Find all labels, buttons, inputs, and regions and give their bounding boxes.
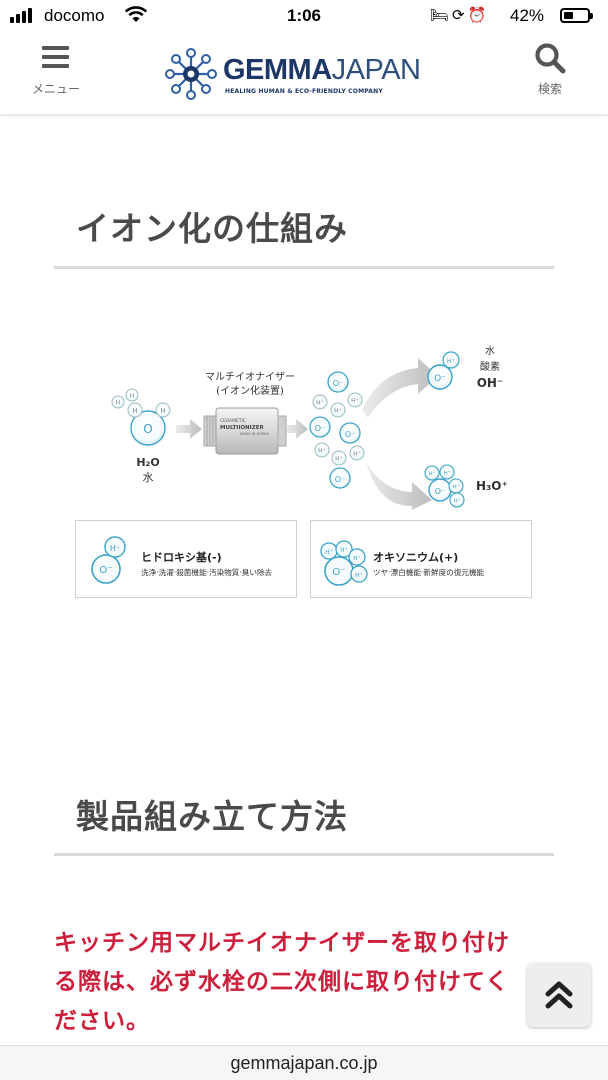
menu-button[interactable]: メニュー bbox=[22, 42, 90, 102]
svg-text:H⁺: H⁺ bbox=[353, 555, 361, 562]
svg-text:CERAMETIC: CERAMETIC bbox=[220, 418, 246, 424]
input-label: H₂O bbox=[136, 456, 159, 469]
ionization-illustration: O H H H H H₂O 水 マルチイオナイザー (イオン化装置) CERAM… bbox=[111, 345, 508, 510]
svg-text:H: H bbox=[160, 407, 165, 415]
svg-text:H: H bbox=[132, 407, 137, 415]
site-logo[interactable]: GEMMAJAPAN HEALING HUMAN & ECO-FRIENDLY … bbox=[163, 46, 453, 102]
svg-text:H⁺: H⁺ bbox=[443, 470, 450, 477]
search-button[interactable]: 検索 bbox=[520, 42, 580, 102]
legend-hydroxyl: O⁻ H⁺ ヒドロキシ基(-) 洗浄·洗濯·殺菌機能·汚染物質·臭い除去 bbox=[75, 520, 297, 598]
svg-text:O⁻: O⁻ bbox=[345, 430, 356, 439]
clock: 1:06 bbox=[286, 6, 322, 25]
arrow-right-icon bbox=[286, 419, 308, 439]
svg-text:H⁺: H⁺ bbox=[340, 547, 348, 554]
logo-brand-bold: GEMMA bbox=[223, 54, 332, 86]
installation-warning: キッチン用マルチイオナイザーを取り付け る際は、必ず水栓の二次側に取り付けてく … bbox=[54, 924, 554, 1041]
status-bar: docomo 1:06 🛏⟳⏰ 42% bbox=[0, 0, 608, 34]
input-sub-label: 水 bbox=[143, 471, 154, 484]
multi-ionizer-device-icon: CERAMETIC MULTIIONIZER MADE IN KOREA bbox=[203, 407, 287, 455]
logo-tagline: HEALING HUMAN & ECO-FRIENDLY COMPANY bbox=[225, 88, 383, 95]
svg-text:MADE IN KOREA: MADE IN KOREA bbox=[240, 432, 269, 436]
svg-text:H⁺: H⁺ bbox=[325, 549, 333, 556]
oxonium-ion-icon: O⁻ H⁺ H⁺ H⁺ H⁺ bbox=[320, 540, 368, 586]
search-label: 検索 bbox=[537, 82, 562, 96]
legend-description: 洗浄·洗濯·殺菌機能·汚染物質·臭い除去 bbox=[141, 568, 273, 577]
svg-text:O⁻: O⁻ bbox=[99, 565, 112, 576]
battery-percent: 42% bbox=[510, 6, 545, 25]
svg-text:H: H bbox=[130, 393, 135, 400]
section-title-assembly: 製品組み立て方法 bbox=[76, 797, 348, 836]
output1-formula: OH⁻ bbox=[477, 376, 504, 390]
svg-text:H⁺: H⁺ bbox=[355, 572, 363, 579]
arrow-right-icon bbox=[176, 419, 202, 439]
output2-formula: H₃O⁺ bbox=[476, 479, 508, 493]
carrier-name: docomo bbox=[44, 6, 105, 25]
svg-text:O⁻: O⁻ bbox=[332, 567, 345, 578]
section-title-ionization: イオン化の仕組み bbox=[76, 209, 348, 248]
menu-label: メニュー bbox=[31, 82, 80, 96]
browser-url-bar[interactable]: gemmajapan.co.jp bbox=[0, 1045, 608, 1080]
legend-title: オキソニウム(+) bbox=[373, 551, 459, 564]
hydroxide-ion-icon: O⁻ H⁺ bbox=[427, 351, 460, 390]
hamburger-icon bbox=[42, 46, 69, 68]
sleep-icon: 🛏 bbox=[430, 7, 453, 24]
svg-text:H⁺: H⁺ bbox=[428, 471, 435, 478]
warning-line: る際は、必ず水栓の二次側に取り付けてく bbox=[54, 969, 510, 995]
svg-text:H⁺: H⁺ bbox=[447, 357, 455, 365]
double-chevron-up-icon bbox=[545, 981, 573, 1009]
svg-text:H⁺: H⁺ bbox=[453, 498, 460, 505]
signal-icon bbox=[10, 8, 36, 23]
hydroxyl-ion-icon: O⁻ H⁺ bbox=[91, 536, 126, 584]
legend-description: ツヤ·漂白機能·新鮮度の復元機能 bbox=[373, 568, 485, 577]
svg-text:O⁻: O⁻ bbox=[434, 374, 446, 384]
device-sublabel: (イオン化装置) bbox=[216, 384, 284, 397]
scroll-to-top-button[interactable] bbox=[527, 963, 591, 1027]
svg-text:O: O bbox=[143, 422, 152, 436]
svg-text:O⁻: O⁻ bbox=[333, 379, 344, 388]
svg-text:H: H bbox=[116, 400, 121, 407]
hydronium-ion-icon: O⁻ H⁺ H⁺ H⁺ H⁺ bbox=[424, 464, 465, 508]
warning-line: キッチン用マルチイオナイザーを取り付け bbox=[54, 930, 510, 956]
svg-text:H⁺: H⁺ bbox=[335, 456, 343, 463]
legend-title: ヒドロキシ基(-) bbox=[141, 551, 222, 564]
svg-text:H⁺: H⁺ bbox=[318, 448, 326, 455]
section-divider bbox=[54, 853, 554, 856]
output1-sublabel: 酸素 bbox=[480, 360, 500, 373]
logo-brand-light: JAPAN bbox=[331, 54, 421, 86]
orientation-lock-icon: ⟳ bbox=[452, 7, 468, 24]
svg-text:MULTIIONIZER: MULTIIONIZER bbox=[220, 425, 264, 431]
svg-text:H⁺: H⁺ bbox=[353, 451, 361, 458]
svg-text:O⁻: O⁻ bbox=[335, 475, 346, 484]
curved-arrow-down-icon bbox=[362, 455, 432, 510]
battery-icon bbox=[560, 8, 593, 23]
wifi-icon bbox=[124, 6, 148, 22]
svg-text:O⁻: O⁻ bbox=[435, 487, 446, 496]
url-text: gemmajapan.co.jp bbox=[230, 1053, 378, 1073]
search-icon bbox=[535, 43, 566, 74]
alarm-icon: ⏰ bbox=[467, 7, 490, 24]
svg-text:H⁺: H⁺ bbox=[316, 400, 324, 407]
water-molecule-icon: O H H H H bbox=[111, 388, 171, 446]
site-header: メニュー GEMMAJAPAN HEALING HUMAN & ECO-FRIE… bbox=[0, 34, 608, 114]
svg-text:H⁺: H⁺ bbox=[334, 408, 342, 415]
curved-arrow-up-icon bbox=[362, 358, 438, 418]
svg-text:H⁺: H⁺ bbox=[351, 398, 359, 405]
ionization-diagram: O H H H H H₂O 水 マルチイオナイザー (イオン化装置) CERAM… bbox=[70, 330, 540, 610]
output1-label: 水 bbox=[485, 345, 495, 357]
section-divider bbox=[54, 266, 554, 269]
warning-line: ださい。 bbox=[54, 1008, 150, 1034]
device-label: マルチイオナイザー bbox=[205, 371, 295, 383]
svg-text:O⁻: O⁻ bbox=[315, 424, 326, 433]
molecule-logo-icon bbox=[165, 48, 217, 100]
ion-cluster-icon: H⁺ H⁺ H⁺ O⁻ O⁻ O⁻ H⁺ H⁺ H⁺ O⁻ bbox=[309, 371, 365, 489]
svg-text:H⁺: H⁺ bbox=[110, 544, 120, 553]
svg-text:H⁺: H⁺ bbox=[452, 484, 459, 491]
legend-oxonium: O⁻ H⁺ H⁺ H⁺ H⁺ オキソニウム(+) ツヤ·漂白機能·新鮮度の復元機… bbox=[310, 520, 532, 598]
